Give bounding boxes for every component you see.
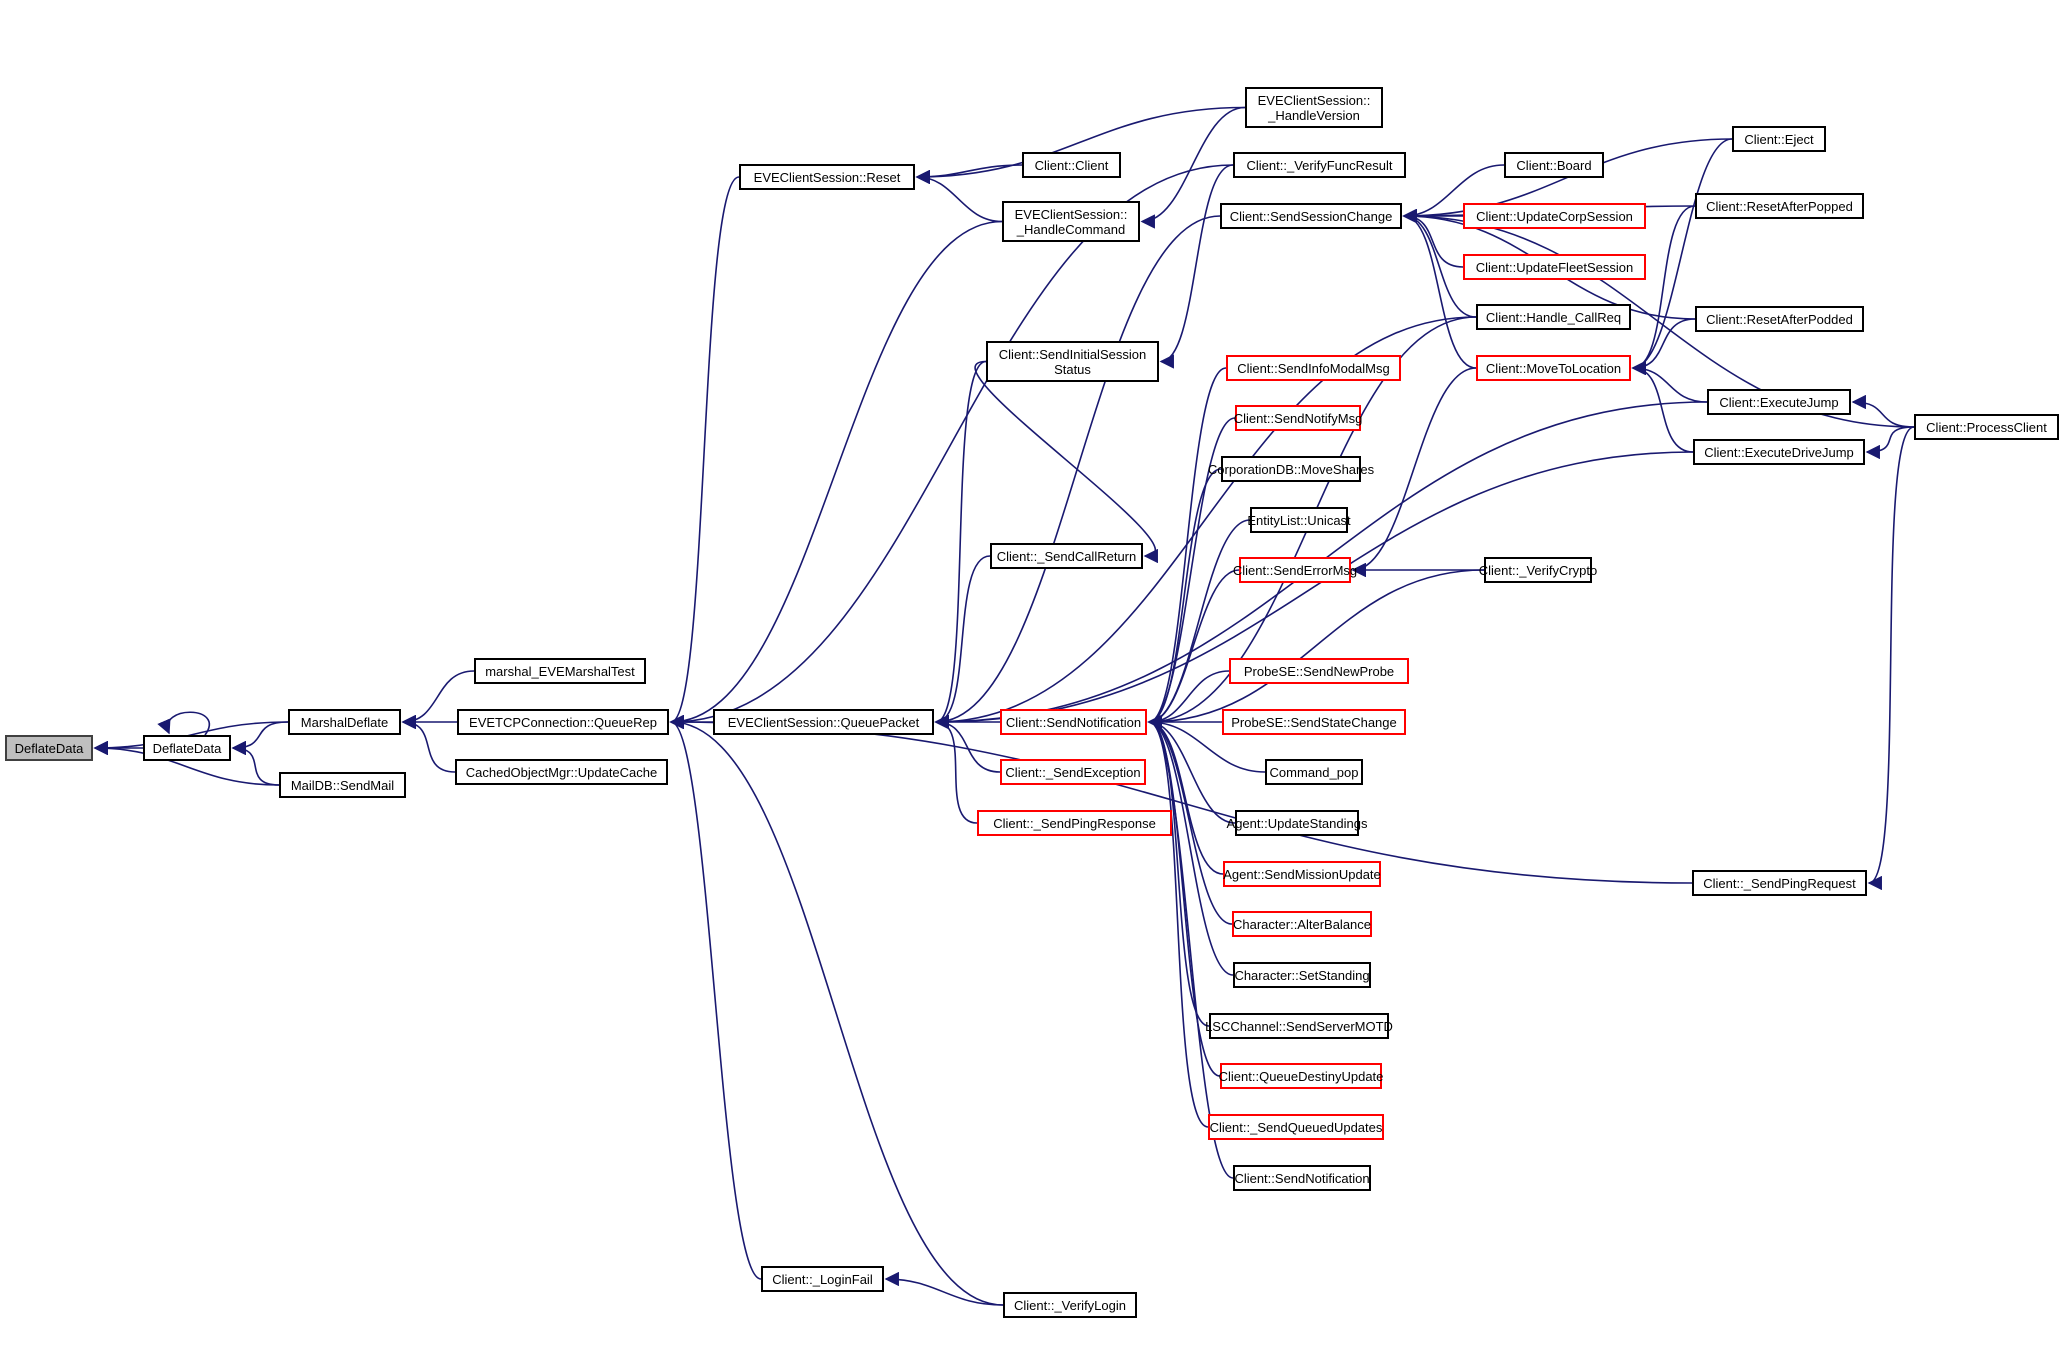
edge-alterbalance-to-sendnotif [1147,714,1233,925]
edge-drivejump-to-queuepacket [934,451,1694,730]
graph-node-pingrequest[interactable]: Client::_SendPingRequest [1692,870,1867,896]
graph-node-sendmail[interactable]: MailDB::SendMail [279,772,406,798]
graph-node-handlecall[interactable]: Client::Handle_CallReq [1476,304,1631,330]
graph-node-moveshares[interactable]: CorporationDB::MoveShares [1208,456,1374,482]
graph-node-updatefleet[interactable]: Client::UpdateFleetSession [1463,254,1646,280]
graph-node-unicast[interactable]: EntityList::Unicast [1247,507,1351,533]
edge-initsession-to-queuepacket [934,360,987,730]
edge-cmdpop-to-sendnotif [1147,714,1266,773]
graph-node-marshaldeflate[interactable]: MarshalDeflate [288,709,401,735]
graph-node-verifylogin[interactable]: Client::_VerifyLogin [1003,1292,1137,1318]
graph-node-drivejump[interactable]: Client::ExecuteDriveJump [1693,439,1865,465]
edge-loginfail-to-queuerep [669,714,762,1280]
edge-updatefleet-to-sendsession [1402,208,1464,268]
graph-node-eject[interactable]: Client::Eject [1732,126,1826,152]
edge-movetoloc-to-sendsession [1402,208,1477,369]
graph-node-senderror[interactable]: Client::SendErrorMsg [1233,557,1357,583]
graph-node-setstanding[interactable]: Character::SetStanding [1233,962,1371,988]
edge-initsession-to-sendcallreturn [974,360,1158,564]
edge-setstanding-to-sendnotif [1147,714,1234,976]
edge-eject-to-movetoloc [1631,138,1733,376]
graph-node-handleversion[interactable]: EVEClientSession:: _HandleVersion [1245,87,1383,128]
edge-verifyfunc-to-queuerep [669,164,1234,730]
edge-handlecall-to-queuepacket [934,316,1477,730]
graph-node-cmdpop[interactable]: Command_pop [1265,759,1363,785]
graph-node-sendexception[interactable]: Client::_SendException [1000,759,1146,785]
edge-handlecommand-to-queuerep [669,220,1003,730]
graph-node-queuerep[interactable]: EVETCPConnection::QueueRep [457,709,669,735]
edge-missionupdate-to-sendnotif [1147,714,1224,875]
graph-node-resetpodded[interactable]: Client::ResetAfterPodded [1695,306,1864,332]
graph-node-statechange[interactable]: ProbeSE::SendStateChange [1222,709,1406,735]
edge-moveshares-to-sendnotif [1147,468,1222,730]
graph-node-notifymsg[interactable]: Client::SendNotifyMsg [1234,405,1362,431]
graph-node-handlecommand[interactable]: EVEClientSession:: _HandleCommand [1002,201,1140,242]
edge-motd-to-sendnotif [1147,714,1210,1027]
graph-node-processclient[interactable]: Client::ProcessClient [1914,414,2059,440]
edge-handlecommand-to-reset [915,169,1003,223]
graph-node-newprobe[interactable]: ProbeSE::SendNewProbe [1229,658,1409,684]
graph-node-pingresponse[interactable]: Client::_SendPingResponse [977,810,1172,836]
edge-movetoloc-to-senderror [1351,367,1477,578]
graph-node-infomodal[interactable]: Client::SendInfoModalMsg [1226,355,1401,381]
graph-node-deflate2[interactable]: DeflateData [143,735,231,761]
edge-infomodal-to-sendnotif [1147,367,1227,730]
edge-updatecache-to-marshaldeflate [401,714,456,773]
edge-verifylogin-to-queuerep [669,714,1004,1306]
graph-node-sendnotif[interactable]: Client::SendNotification [1000,709,1147,735]
edge-unicast-to-sendnotif [1147,519,1251,730]
edge-queuedupdates-to-sendnotif [1147,714,1209,1128]
graph-node-sendsession[interactable]: Client::SendSessionChange [1220,203,1402,229]
graph-node-loginfail[interactable]: Client::_LoginFail [761,1266,884,1292]
graph-node-alterbalance[interactable]: Character::AlterBalance [1232,911,1372,937]
graph-node-initsession[interactable]: Client::SendInitialSession Status [986,341,1159,382]
graph-node-motd[interactable]: LSCChannel::SendServerMOTD [1205,1013,1393,1039]
edge-executejump-to-movetoloc [1631,360,1708,403]
graph-node-clientclient[interactable]: Client::Client [1022,152,1121,178]
graph-node-verifyfunc[interactable]: Client::_VerifyFuncResult [1233,152,1406,178]
graph-node-destiny[interactable]: Client::QueueDestinyUpdate [1219,1063,1383,1089]
edge-processclient-to-pingrequest [1867,426,1915,891]
graph-node-executejump[interactable]: Client::ExecuteJump [1707,389,1851,415]
edge-senderror-to-sendnotif [1147,569,1240,730]
edge-sendexception-to-queuepacket [934,714,1001,773]
graph-node-resetpopped[interactable]: Client::ResetAfterPopped [1695,193,1864,219]
graph-node-missionupdate[interactable]: Agent::SendMissionUpdate [1223,861,1381,887]
edge-newprobe-to-sendnotif [1147,670,1230,730]
edge-marshaldeflate-to-deflate2 [231,721,289,756]
graph-node-verifycrypto[interactable]: Client::_VerifyCrypto [1479,557,1597,583]
graph-node-board[interactable]: Client::Board [1504,152,1604,178]
graph-node-updatecache[interactable]: CachedObjectMgr::UpdateCache [455,759,668,785]
edge-sendmail-to-deflate2 [231,740,280,786]
edge-resetpodded-to-movetoloc [1631,318,1696,376]
graph-node-updatestandings[interactable]: Agent::UpdateStandings [1227,810,1367,836]
edge-pingresponse-to-queuepacket [934,714,978,824]
edge-destiny-to-sendnotif [1147,714,1221,1077]
graph-node-root: DeflateData [5,735,93,761]
graph-node-updatecorp[interactable]: Client::UpdateCorpSession [1463,203,1646,229]
edge-drivejump-to-movetoloc [1631,360,1694,453]
edge-deflate2-to-deflate2 [157,711,210,736]
edge-sendmail-to-root [93,740,280,786]
graph-node-movetoloc[interactable]: Client::MoveToLocation [1476,355,1631,381]
edge-handleversion-to-reset [915,106,1246,185]
edge-processclient-to-drivejump [1865,426,1915,460]
edge-board-to-sendsession [1402,164,1505,224]
edge-reset-to-queuerep [669,176,740,730]
edge-verifyfunc-to-initsession [1159,164,1234,369]
edge-processclient-to-executejump [1851,394,1915,428]
edge-sendnotif2-to-sendnotif [1147,714,1234,1179]
graph-node-marshaltest[interactable]: marshal_EVEMarshalTest [474,658,646,684]
graph-node-queuedupdates[interactable]: Client::_SendQueuedUpdates [1208,1114,1384,1140]
edge-verifylogin-to-loginfail [884,1271,1004,1306]
graph-node-sendnotif2[interactable]: Client::SendNotification [1233,1165,1371,1191]
edge-handleversion-to-handlecommand [1140,106,1246,229]
graph-node-reset[interactable]: EVEClientSession::Reset [739,164,915,190]
graph-node-queuepacket[interactable]: EVEClientSession::QueuePacket [713,709,934,735]
graph-node-sendcallreturn[interactable]: Client::_SendCallReturn [990,543,1143,569]
edge-verifycrypto-to-sendnotif [1147,569,1485,730]
